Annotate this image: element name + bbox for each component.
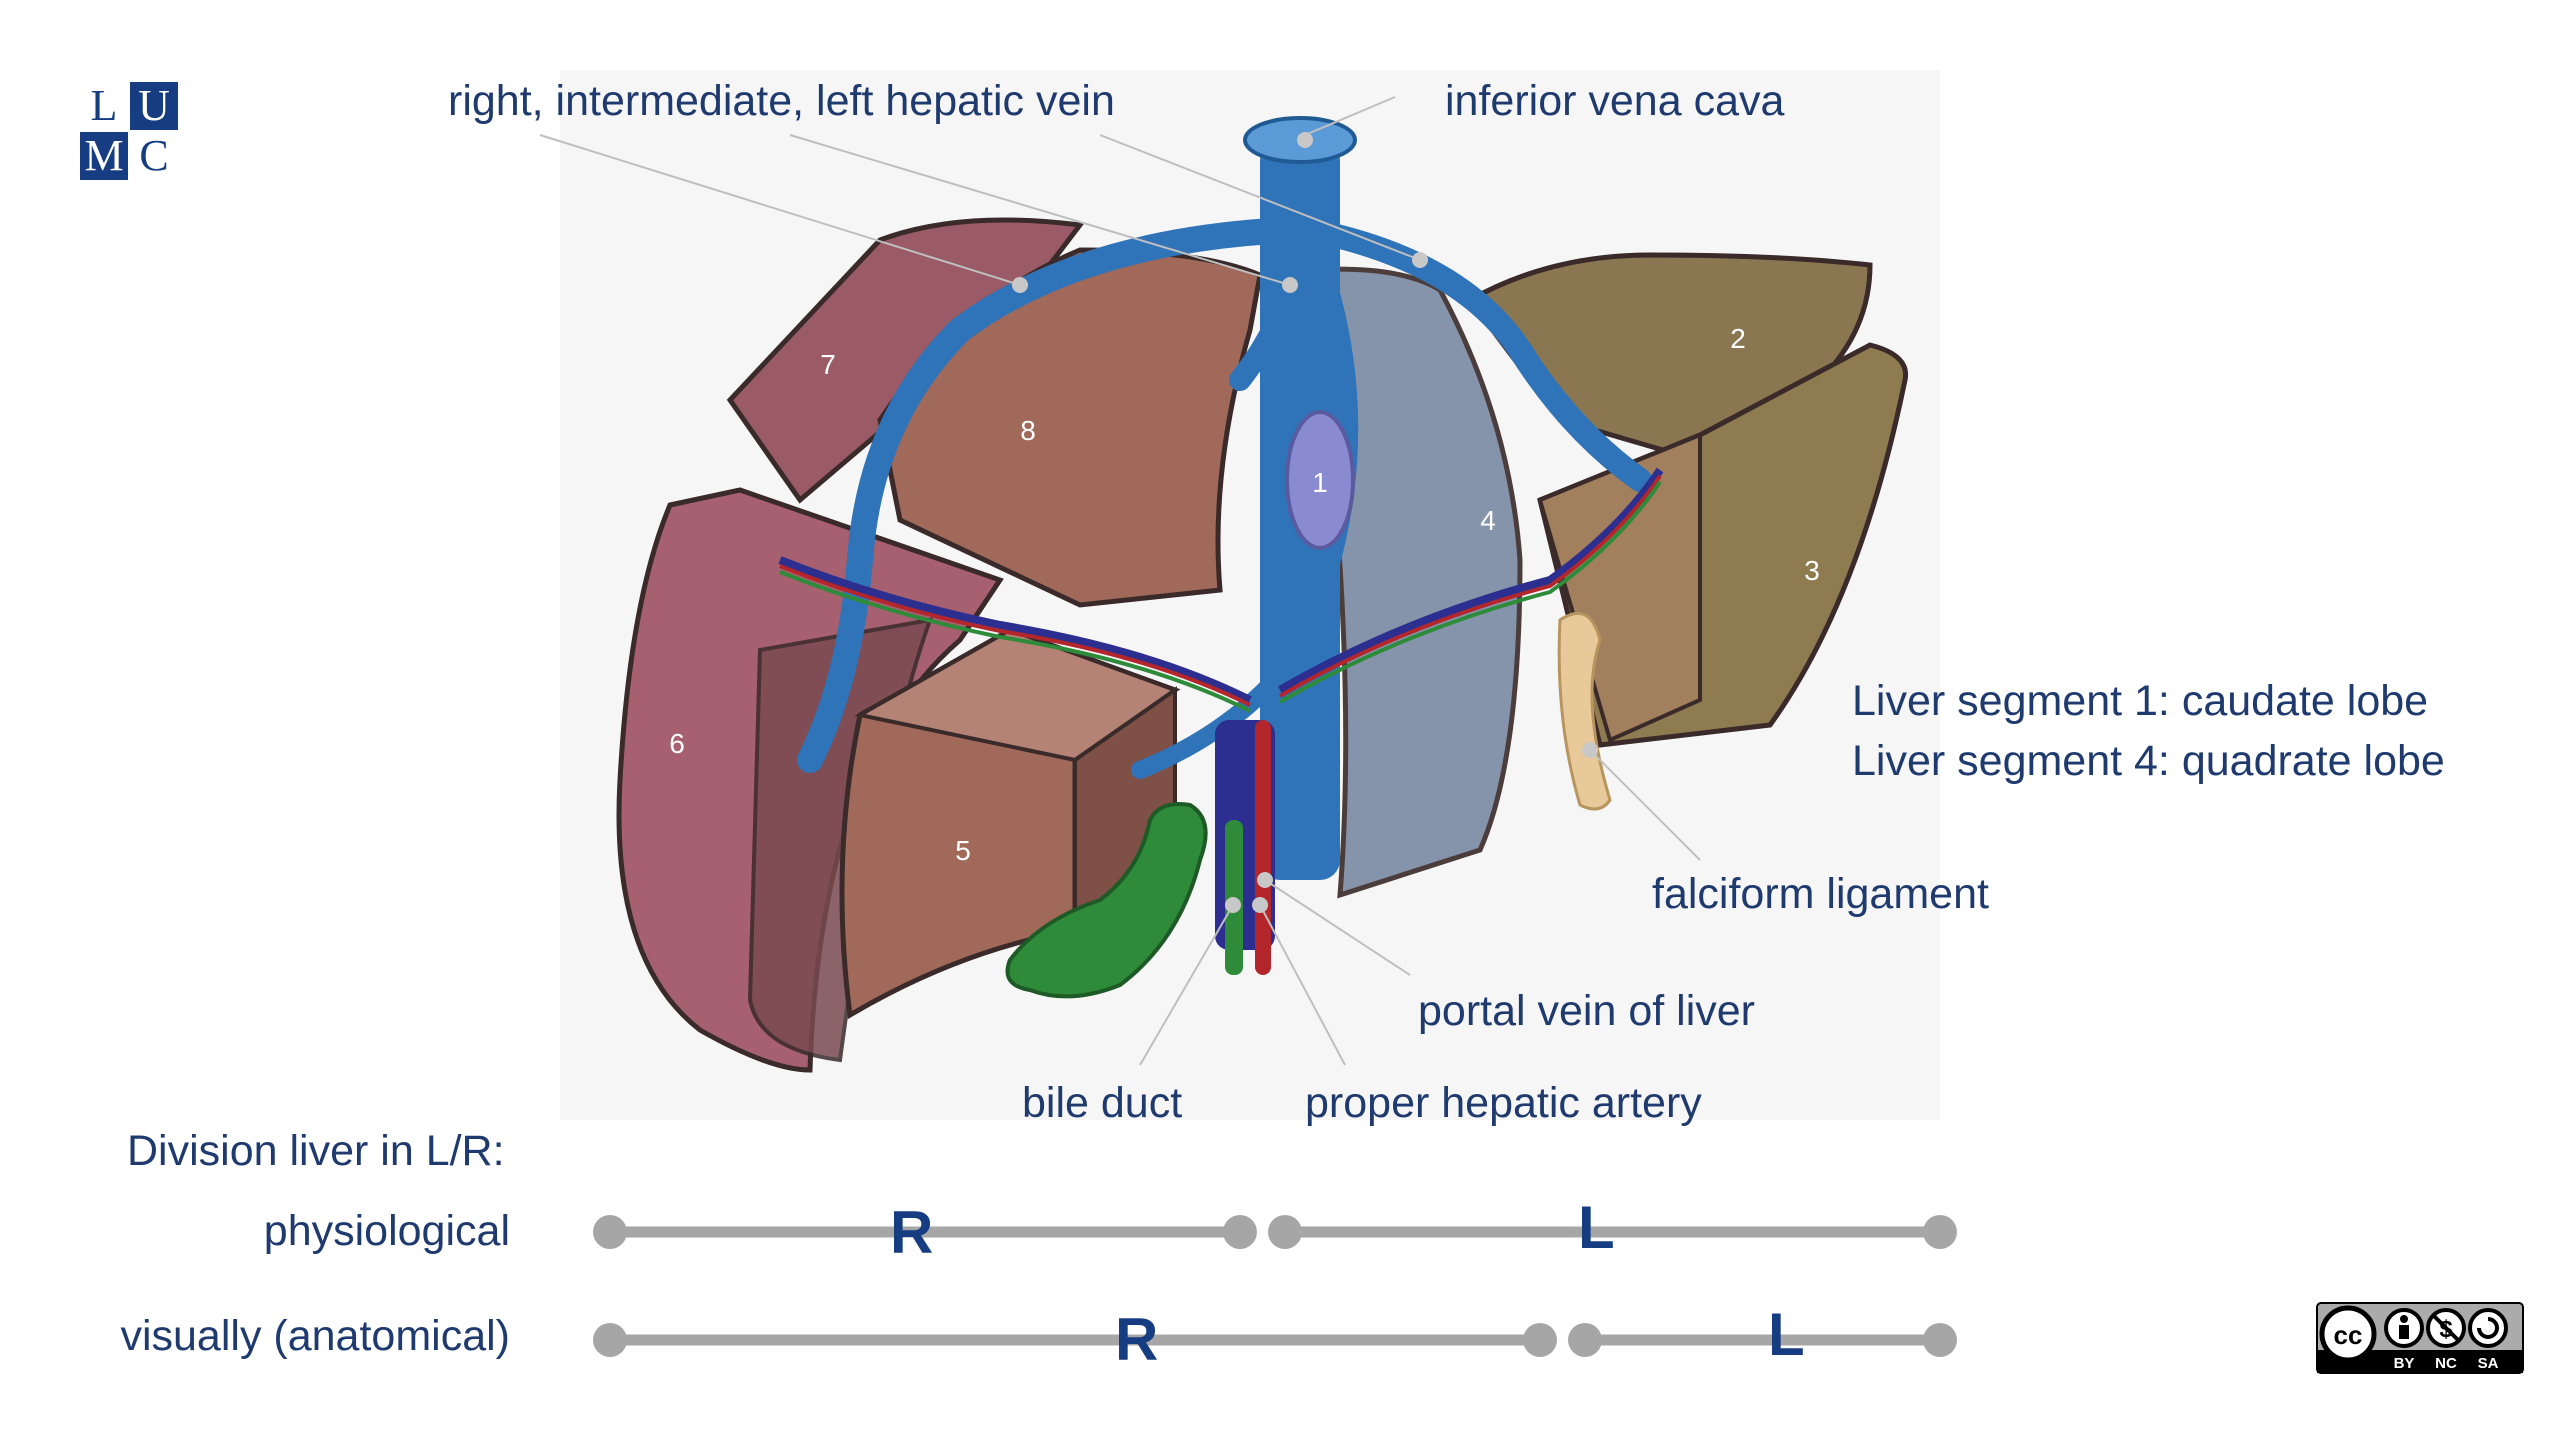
anatomical-right-end: [1523, 1323, 1557, 1357]
leader-intermediate-hepatic: [789, 134, 1291, 286]
segment-7-label: 7: [820, 349, 836, 380]
nc-tag: NC: [2435, 1355, 2457, 1372]
anatomical-right-start: [593, 1323, 627, 1357]
division-heading: Division liver in L/R:: [127, 1127, 505, 1175]
dot-intermediate-hepatic: [1282, 277, 1298, 293]
anatomical-label: visually (anatomical): [120, 1312, 510, 1360]
portal-vein-label: portal vein of liver: [1418, 987, 1755, 1035]
physiological-label: physiological: [263, 1207, 510, 1255]
dot-hepatic-artery: [1252, 897, 1268, 913]
portal-triad-right-artery: [1278, 474, 1662, 698]
portal-branch: [1131, 281, 1359, 779]
segment-2-label: 2: [1730, 323, 1746, 354]
by-icon-head: [2400, 1315, 2408, 1323]
physiological-left-letter: L: [1578, 1194, 1615, 1261]
leader-hepatic-artery: [1259, 904, 1346, 1066]
leader-left-hepatic: [1099, 134, 1421, 261]
falciform-label: falciform ligament: [1652, 870, 1989, 918]
left-hepatic-vein: [1298, 218, 1652, 492]
dot-bile-duct: [1225, 897, 1241, 913]
leader-lines: [539, 96, 1701, 1066]
bile-duct-label: bile duct: [1022, 1079, 1183, 1127]
hepatic-veins-label: right, intermediate, left hepatic vein: [448, 77, 1115, 125]
hepatic-artery-trunk: [1255, 720, 1271, 975]
hepatic-artery-label: proper hepatic artery: [1305, 1079, 1702, 1127]
cc-license-badge: cc $ BY NC SA: [2316, 1302, 2524, 1374]
physiological-left-end: [1923, 1215, 1957, 1249]
segment-6-label: 6: [669, 728, 685, 759]
cc-icon-glyph: cc: [2334, 1320, 2363, 1350]
anatomical-right-letter: R: [1115, 1306, 1159, 1373]
division-tracks: [593, 1215, 1957, 1357]
dot-portal-vein: [1257, 872, 1273, 888]
anatomical-left-letter: L: [1768, 1301, 1805, 1368]
nc-icon-slash: [2432, 1314, 2460, 1342]
cc-icon: [2319, 1305, 2377, 1363]
dot-ivc: [1297, 132, 1313, 148]
logo-letter-l: L: [80, 82, 128, 130]
portal-triad-right-bile: [1278, 480, 1662, 704]
right-hepatic-vein: [797, 217, 1303, 773]
portal-triad-right: [1277, 467, 1664, 694]
ivc-label: inferior vena cava: [1445, 77, 1785, 125]
leader-dots: [1012, 132, 1598, 913]
anatomical-left-start: [1568, 1323, 1602, 1357]
sa-tag: SA: [2478, 1355, 2499, 1372]
physiological-right-start: [593, 1215, 627, 1249]
sa-icon: [2468, 1308, 2508, 1348]
segment-1-label: 1: [1312, 467, 1328, 498]
leader-falciform: [1589, 749, 1701, 861]
by-icon-body: [2399, 1325, 2409, 1339]
logo-letter-m: M: [80, 132, 128, 180]
by-tag: BY: [2394, 1355, 2415, 1372]
lumc-logo: L U M C: [80, 82, 180, 180]
intermediate-hepatic-vein: [1229, 249, 1311, 391]
segment-5-label: 5: [955, 835, 971, 866]
segment-4-note: Liver segment 4: quadrate lobe: [1852, 737, 2445, 785]
portal-triad-left-artery: [779, 564, 1251, 707]
portal-triad-left: [778, 556, 1252, 704]
logo-letter-c: C: [130, 132, 178, 180]
dot-right-hepatic: [1012, 277, 1028, 293]
leader-bile-duct: [1139, 904, 1234, 1066]
dot-falciform: [1582, 742, 1598, 758]
physiological-right-letter: R: [890, 1199, 934, 1266]
logo-letter-u: U: [130, 82, 178, 130]
segment-1-shape: [1285, 410, 1355, 550]
segment-8-label: 8: [1020, 415, 1036, 446]
segment-3-label: 3: [1804, 555, 1820, 586]
segment-4-label: 4: [1480, 505, 1496, 536]
falciform-ligament-shape: [1557, 611, 1612, 811]
physiological-right-end: [1223, 1215, 1257, 1249]
portal-triad-left-bile: [779, 570, 1251, 713]
cc-badge-strip: [2317, 1350, 2523, 1373]
anatomical-left-end: [1923, 1323, 1957, 1357]
sa-icon-arrow: [2477, 1317, 2499, 1339]
dot-left-hepatic: [1412, 252, 1428, 268]
segment-1-note: Liver segment 1: caudate lobe: [1852, 677, 2429, 725]
leader-ivc: [1304, 96, 1396, 136]
segment-7-shape: [726, 217, 1085, 504]
leader-right-hepatic: [539, 134, 1021, 286]
physiological-left-start: [1268, 1215, 1302, 1249]
leader-portal-vein: [1264, 879, 1411, 976]
gallbladder: [1005, 802, 1208, 999]
